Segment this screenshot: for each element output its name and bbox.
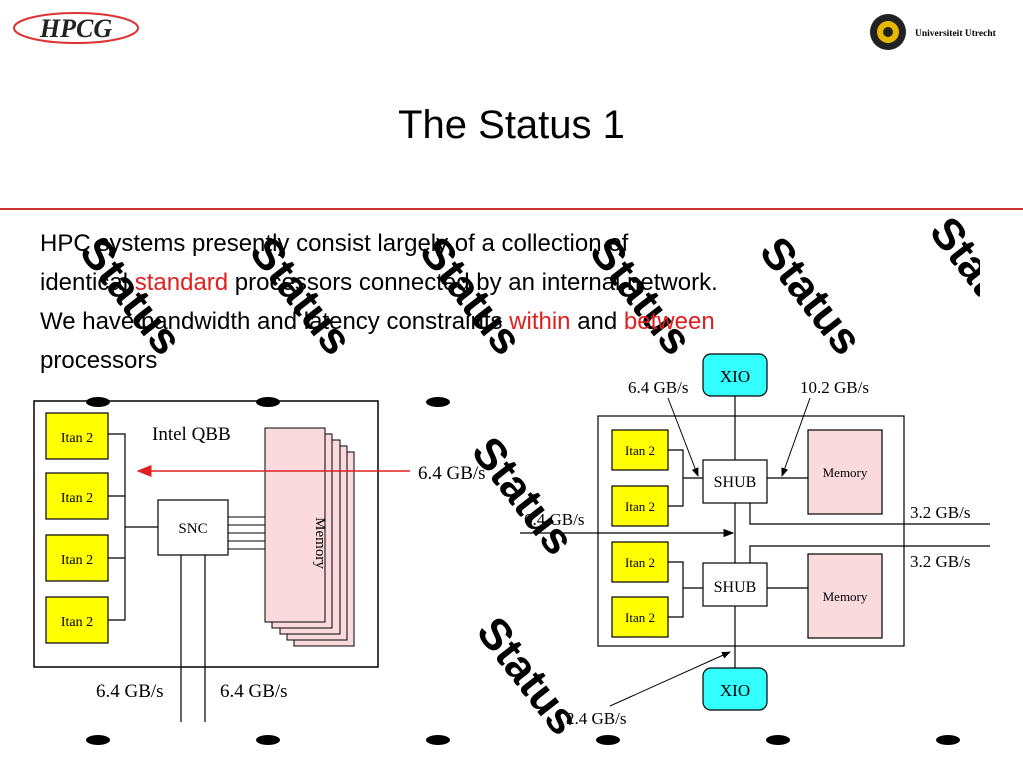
- svg-text:Itan 2: Itan 2: [61, 491, 93, 506]
- external-bandwidth-2: 3.2 GB/s: [910, 552, 970, 571]
- body-line-4: processors: [40, 347, 158, 374]
- body-text: HPC systems presently consist largely of…: [40, 224, 970, 380]
- svg-text:Itan 2: Itan 2: [61, 615, 93, 630]
- node-cpu: Itan 2: [611, 541, 669, 583]
- intel-qbb-diagram: Intel QBB Itan 2 Itan 2 Itan 2 Itan 2 SN…: [33, 400, 486, 722]
- external-bandwidth-1: 3.2 GB/s: [910, 503, 970, 522]
- qbb-input-bandwidth: 6.4 GB/s: [418, 463, 486, 484]
- body-line-3: We have bandwidth and latency constraint…: [40, 308, 715, 335]
- shub-top-box: [702, 459, 768, 504]
- xio-top-label: XIO: [720, 367, 750, 386]
- node-left-bandwidth: 6.4 GB/s: [524, 510, 584, 529]
- memory-bottom-box: [807, 553, 883, 639]
- top-left-bandwidth: 6.4 GB/s: [628, 378, 688, 397]
- svg-text:Itan 2: Itan 2: [625, 610, 655, 625]
- shub-node-diagram: XIO XIO SHUB SHUB Memory Memory Itan 2 I…: [520, 353, 990, 728]
- snc-label: SNC: [178, 521, 207, 537]
- svg-text:Itan 2: Itan 2: [61, 553, 93, 568]
- highlight-between: between: [623, 308, 715, 335]
- top-right-bandwidth: 10.2 GB/s: [800, 378, 869, 397]
- qbb-memory-label: Memory: [312, 517, 328, 569]
- svg-text:Universiteit Utrecht: Universiteit Utrecht: [915, 29, 997, 39]
- qbb-bottom-bandwidth-1: 6.4 GB/s: [96, 681, 164, 702]
- memory-stack: [264, 427, 326, 623]
- qbb-cpu: Itan 2: [45, 596, 109, 644]
- svg-text:Itan 2: Itan 2: [61, 431, 93, 446]
- qbb-bottom-bandwidth-2: 6.4 GB/s: [220, 681, 288, 702]
- svg-text:HPCG: HPCG: [39, 14, 112, 43]
- snc-box: [157, 499, 229, 556]
- shub-bottom-label: SHUB: [714, 579, 757, 596]
- qbb-cpu: Itan 2: [45, 472, 109, 520]
- body-line-2: identical standard processors connected …: [40, 269, 718, 296]
- qbb-title: Intel QBB: [152, 424, 231, 445]
- shub-top-label: SHUB: [714, 474, 757, 491]
- highlight-within: within: [509, 308, 571, 335]
- node-cpu: Itan 2: [611, 596, 669, 638]
- node-cpu: Itan 2: [611, 485, 669, 527]
- hpcg-logo: HPCG: [12, 10, 140, 51]
- slide-title: The Status 1: [398, 103, 625, 147]
- bottom-bandwidth: 2.4 GB/s: [566, 709, 626, 728]
- body-line-1: HPC systems presently consist largely of…: [40, 230, 629, 257]
- title-divider: [0, 208, 1023, 210]
- sun-seal-icon: [870, 14, 906, 50]
- svg-text:Itan 2: Itan 2: [625, 499, 655, 514]
- svg-text:Itan 2: Itan 2: [625, 555, 655, 570]
- node-cpu: Itan 2: [611, 429, 669, 471]
- university-logo: Universiteit Utrecht: [868, 10, 1018, 59]
- memory-bottom-label: Memory: [823, 589, 868, 604]
- shub-bottom-box: [702, 562, 768, 607]
- xio-bottom-label: XIO: [720, 681, 750, 700]
- svg-text:Itan 2: Itan 2: [625, 443, 655, 458]
- memory-top-box: [807, 429, 883, 515]
- memory-top-label: Memory: [823, 465, 868, 480]
- qbb-cpu: Itan 2: [45, 412, 109, 460]
- qbb-cpu: Itan 2: [45, 534, 109, 582]
- highlight-standard: standard: [134, 269, 229, 296]
